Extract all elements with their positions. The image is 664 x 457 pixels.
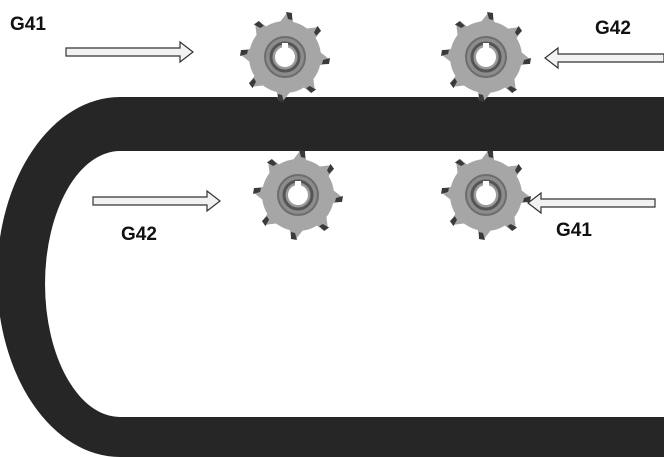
arrow-left-icon <box>544 46 664 70</box>
milling-cutter-icon <box>238 10 332 104</box>
label-top-left: G41 <box>10 14 46 35</box>
label-inner-left: G42 <box>121 224 157 245</box>
arrow-right-icon <box>92 189 221 213</box>
tool-path-band <box>0 97 664 457</box>
milling-cutter-icon <box>439 10 533 104</box>
milling-cutter-icon <box>251 148 345 242</box>
milling-cutter-icon <box>439 148 533 242</box>
label-inner-right: G41 <box>556 220 592 241</box>
label-top-right: G42 <box>595 18 631 39</box>
arrow-left-icon <box>527 191 656 215</box>
arrow-right-icon <box>65 40 194 64</box>
